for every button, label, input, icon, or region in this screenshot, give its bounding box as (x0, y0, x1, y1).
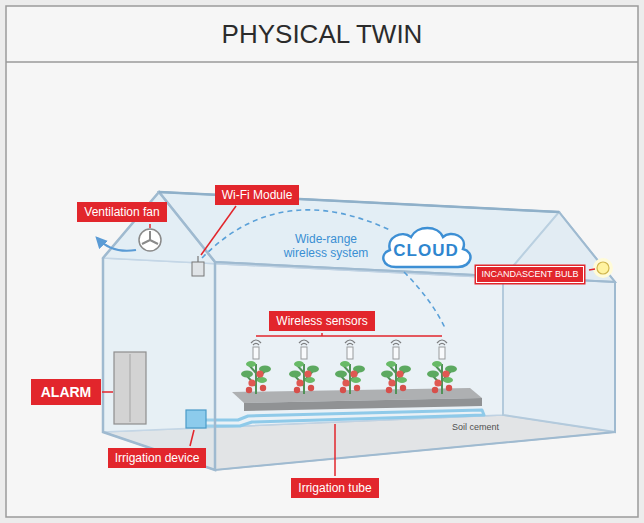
irrigation-device-tag: Irrigation device (108, 448, 207, 468)
wifi-antenna (197, 256, 198, 262)
node-text: ALARM (41, 384, 92, 400)
ventilation-fan (139, 229, 161, 251)
node-text: Irrigation tube (298, 481, 371, 495)
node-text: Ventilation fan (84, 205, 159, 219)
cloud-shape: CLOUD (376, 223, 476, 273)
front-wall (215, 262, 615, 470)
alarm-tag: ALARM (31, 379, 102, 405)
leader-line (334, 424, 336, 476)
floor-label: Soil cement (452, 422, 499, 433)
wifi-module-tag: Wi-Fi Module (215, 185, 300, 205)
wireless-note: Wide-range wireless system (280, 232, 372, 260)
left-gable (103, 192, 215, 470)
title-text: PHYSICAL TWIN (6, 6, 638, 62)
airflow-arrow (97, 238, 136, 251)
node-text: Wireless sensors (276, 314, 367, 328)
cloud-outline-path (383, 228, 470, 267)
node-text: Wi-Fi Module (222, 188, 293, 202)
bulb-tag: INCANDASCENT BULB (476, 266, 585, 283)
title-rule (6, 61, 638, 63)
node-text: CLOUD (393, 241, 458, 261)
node-text: Irrigation device (115, 451, 200, 465)
leader-line (149, 224, 151, 228)
sensor-tag: Wireless sensors (269, 311, 374, 331)
bulb-glow (593, 258, 613, 278)
alarm-cabinet (114, 352, 146, 424)
leader-line (102, 391, 113, 393)
fan-blades (142, 231, 158, 244)
node-text: INCANDASCENT BULB (482, 269, 579, 280)
leader-line (190, 430, 194, 446)
irrigation-tube-tag: Irrigation tube (291, 478, 378, 498)
incandescent-bulb (597, 262, 609, 274)
cabinet-seam (130, 354, 131, 422)
panel-ground (6, 6, 638, 517)
leader-line (201, 206, 236, 255)
ventilation-fan-tag: Ventilation fan (77, 202, 166, 222)
leader-line (589, 269, 595, 270)
sensor-bracket (256, 333, 442, 336)
wireless-link (404, 272, 446, 330)
irrigation-device (186, 410, 206, 428)
wifi-device (192, 262, 204, 276)
